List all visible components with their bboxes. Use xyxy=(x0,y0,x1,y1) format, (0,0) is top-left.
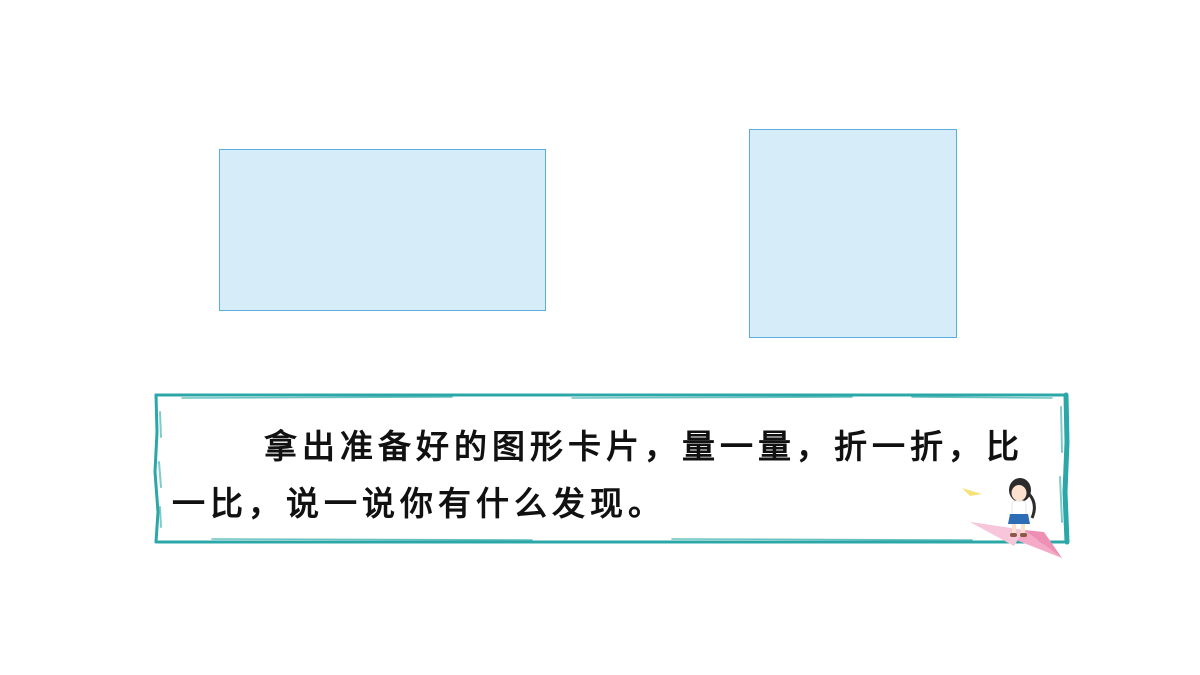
girl-on-paper-plane-icon xyxy=(962,478,1062,558)
square-card xyxy=(749,129,957,338)
instruction-box: 拿出准备好的图形卡片，量一量，折一折，比一比，说一说你有什么发现。 xyxy=(152,392,1072,558)
rectangle-card xyxy=(219,149,546,311)
instruction-text: 拿出准备好的图形卡片，量一量，折一折，比一比，说一说你有什么发现。 xyxy=(172,427,1024,523)
chalk-frame-border xyxy=(153,392,1070,545)
